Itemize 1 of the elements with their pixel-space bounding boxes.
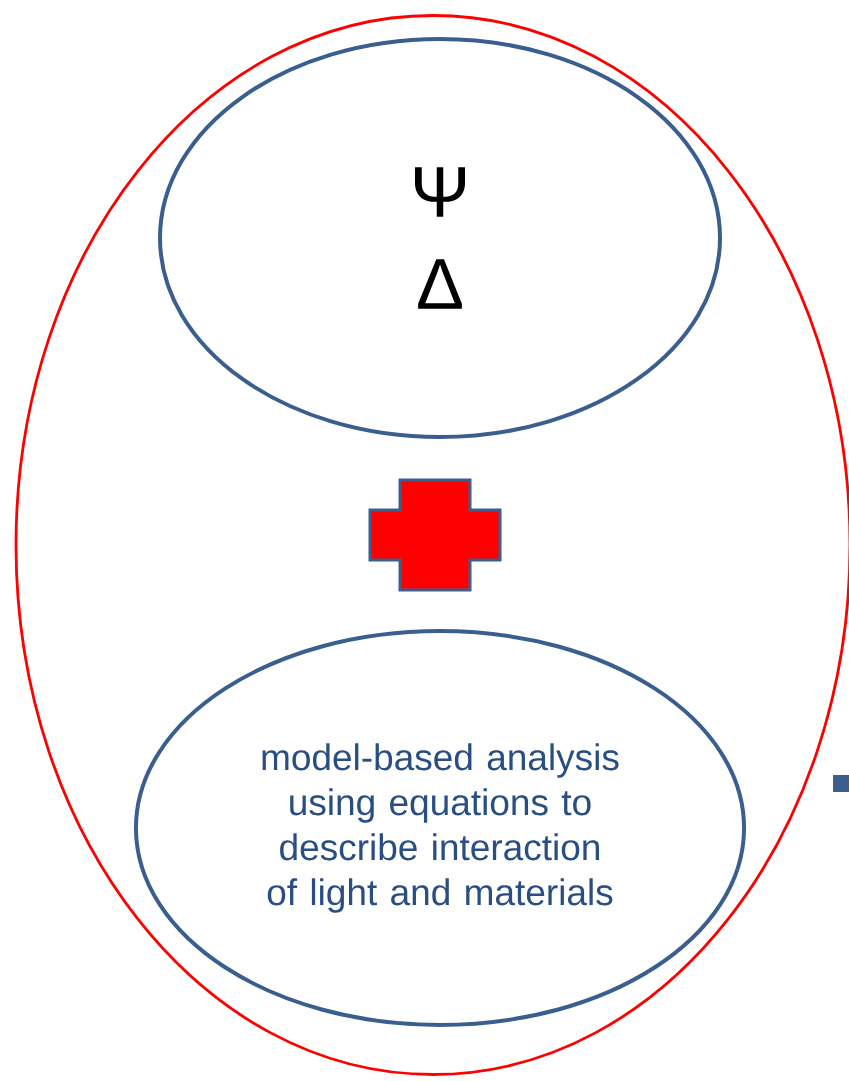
plus-sign	[368, 478, 502, 592]
